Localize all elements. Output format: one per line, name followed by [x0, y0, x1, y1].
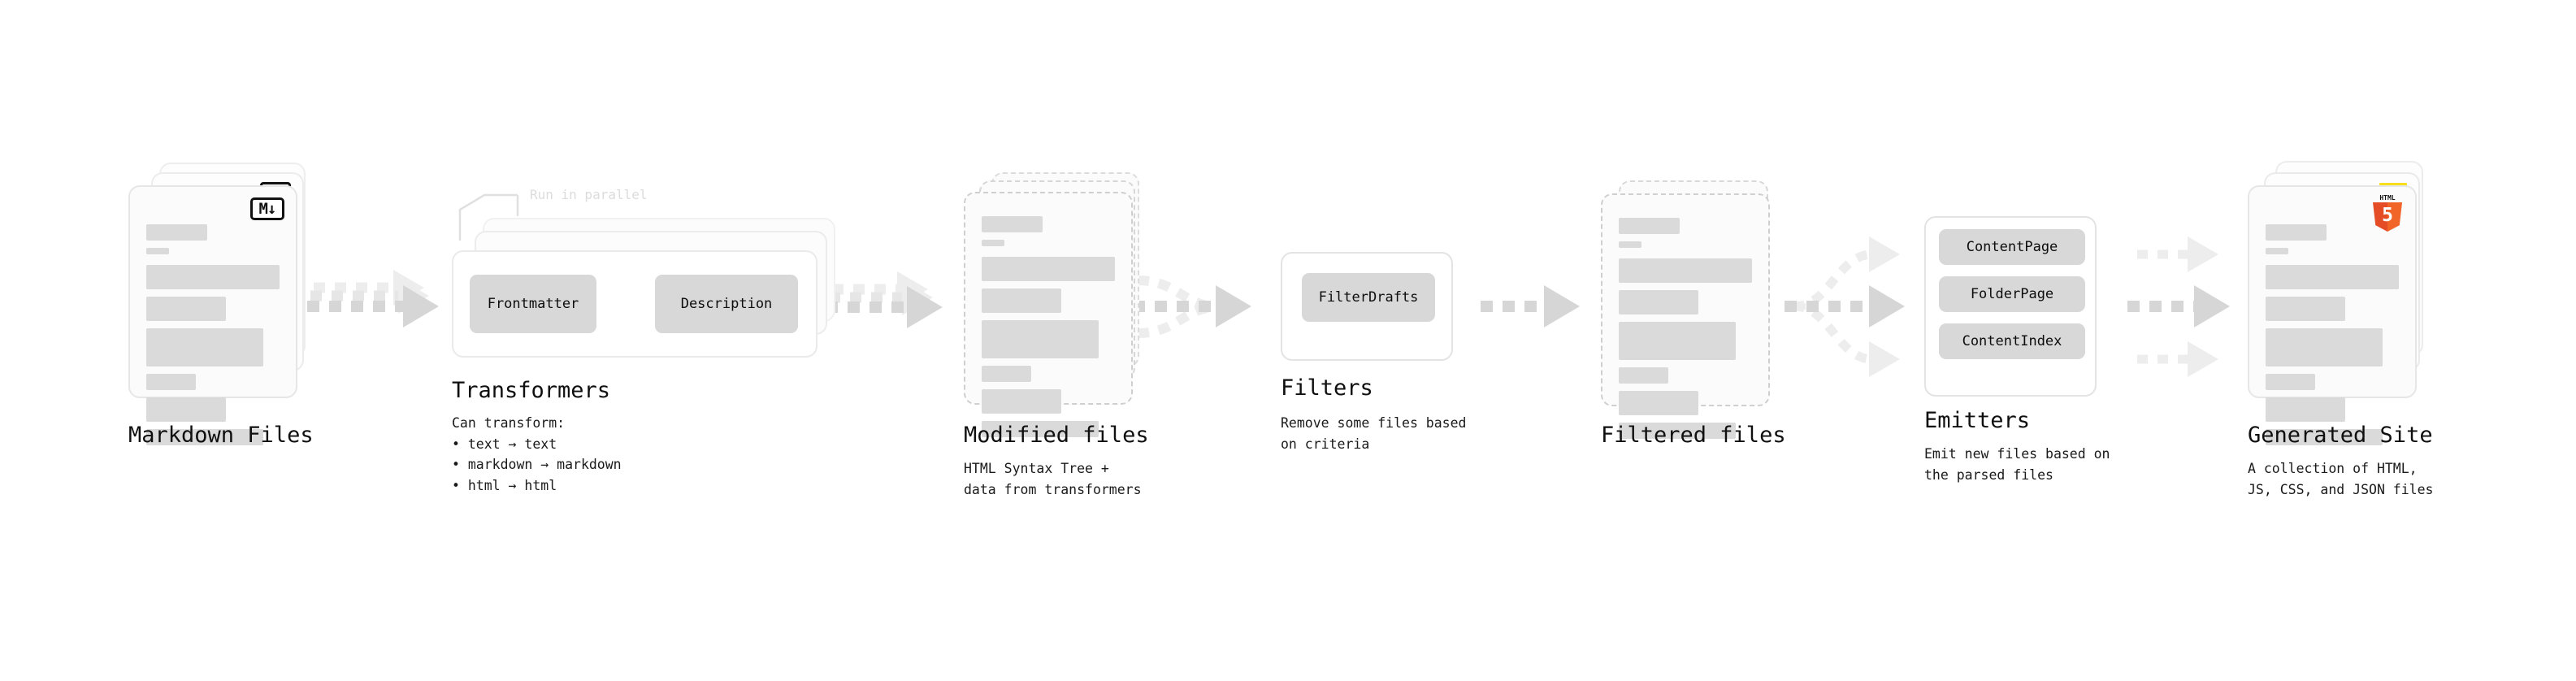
filtered-card[interactable] [1601, 193, 1770, 439]
modified-files-title: Modified files [964, 423, 1149, 448]
arrow-modified-to-filters [1133, 275, 1251, 338]
transformer-description[interactable]: Description [655, 275, 798, 333]
transformer-frontmatter[interactable]: Frontmatter [470, 275, 596, 333]
modified-files-subtitle: HTML Syntax Tree + data from transformer… [964, 461, 1142, 497]
emitter-contentindex[interactable]: ContentIndex [1939, 323, 2085, 359]
emitters-subtitle: Emit new files based on the parsed files [1924, 446, 2110, 483]
generated-site-subtitle: A collection of HTML, JS, CSS, and JSON … [2248, 461, 2434, 497]
filtered-card-skeleton [1619, 218, 1752, 446]
arrow-markdown-to-transformers [307, 270, 439, 327]
emitters-box[interactable]: ContentPage FolderPage ContentIndex [1924, 216, 2097, 397]
transformers-title: Transformers [452, 378, 611, 403]
generated-site-title: Generated Site [2248, 423, 2433, 448]
markdown-files-title: Markdown Files [128, 423, 314, 448]
filter-filterdrafts[interactable]: FilterDrafts [1302, 273, 1435, 322]
modified-card[interactable] [964, 192, 1133, 437]
emitter-contentpage[interactable]: ContentPage [1939, 229, 2085, 265]
emitter-folderpage[interactable]: FolderPage [1939, 276, 2085, 312]
filters-title: Filters [1281, 375, 1373, 401]
html5-badge-digit: 5 [2382, 205, 2393, 226]
arrow-filtered-to-emitters [1785, 236, 1905, 377]
html5-badge-label: HTML [2379, 194, 2396, 202]
arrow-emitters-to-site [2127, 236, 2230, 377]
transformers-subtitle: Can transform: • text → text • markdown … [452, 415, 622, 493]
emitters-title: Emitters [1924, 408, 2031, 433]
run-in-parallel-label: Run in parallel [530, 187, 648, 202]
arrow-filters-to-filtered [1481, 285, 1580, 327]
markdown-card-skeleton [146, 224, 280, 453]
filters-subtitle: Remove some files based on criteria [1281, 415, 1467, 452]
site-card-skeleton [2266, 224, 2399, 453]
filtered-files-title: Filtered files [1601, 423, 1786, 448]
modified-card-skeleton [982, 216, 1115, 445]
filters-box[interactable]: FilterDrafts [1281, 252, 1453, 361]
site-card[interactable]: HTML 5 [2248, 185, 2417, 445]
markdown-card[interactable]: M↓ [128, 185, 297, 445]
markdown-badge: M↓ [250, 197, 284, 220]
html5-badge: HTML 5 [2371, 195, 2404, 232]
arrow-transformers-to-modified [826, 271, 943, 328]
transformers-box[interactable]: Frontmatter Description [452, 250, 817, 358]
